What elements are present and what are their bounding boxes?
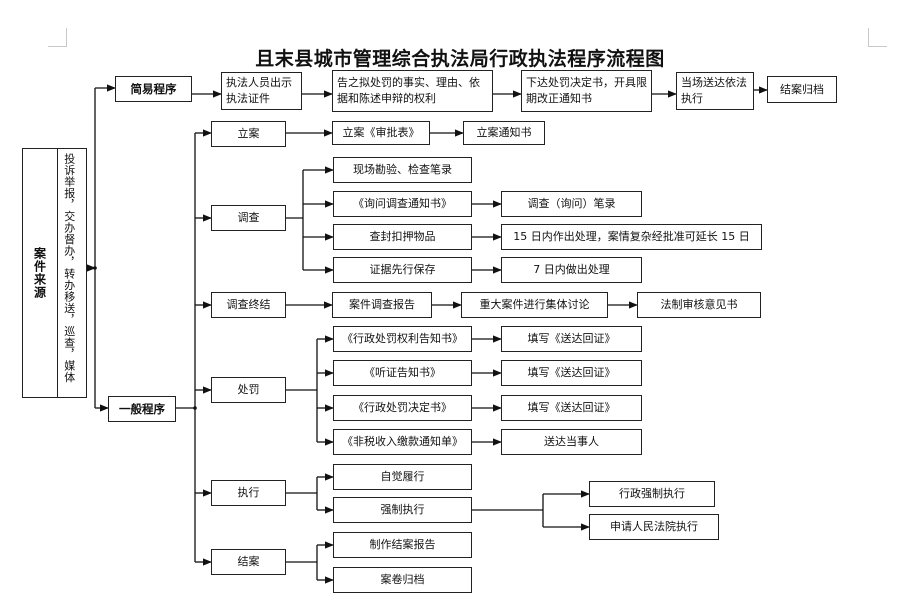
stage-closing: 结案 (211, 549, 286, 575)
execution-administrative: 行政强制执行 (589, 481, 715, 507)
closing-report: 制作结案报告 (333, 532, 472, 558)
investigation-inquiry-record: 调查（询问）笔录 (501, 191, 642, 217)
investigation-seizure-deadline: 15 日内作出处理，案情复杂经批准可延长 15 日 (501, 224, 762, 250)
investigation-evidence-preservation: 证据先行保存 (333, 257, 472, 283)
investigation-seizure: 查封扣押物品 (333, 224, 472, 250)
execution-forced: 强制执行 (333, 497, 472, 523)
simple-step-deliver: 当场送达依法执行 (676, 72, 754, 110)
penalty-payment-notice: 《非税收入缴款通知单》 (333, 429, 472, 455)
filing-notice: 立案通知书 (463, 121, 545, 145)
conclusion-legal-review: 法制审核意见书 (637, 292, 761, 318)
stage-penalty: 处罚 (211, 377, 286, 403)
penalty-hearing-receipt: 填写《送达回证》 (501, 360, 642, 386)
penalty-rights-notice: 《行政处罚权利告知书》 (333, 326, 472, 352)
penalty-rights-receipt: 填写《送达回证》 (501, 326, 642, 352)
simple-step-archive: 结案归档 (767, 76, 837, 103)
case-source-box: 案件来源 (22, 148, 57, 398)
page-corner-top-right (868, 28, 887, 47)
penalty-hearing-notice: 《听证告知书》 (333, 360, 472, 386)
execution-voluntary: 自觉履行 (333, 464, 472, 490)
penalty-deliver-party: 送达当事人 (501, 429, 642, 455)
case-source-list: 投诉举报，交办督办，转办移送，巡查，媒体 (57, 148, 87, 398)
simple-procedure-box: 简易程序 (115, 76, 192, 102)
filing-approval-form: 立案《审批表》 (332, 121, 430, 145)
stage-investigation: 调查 (211, 205, 286, 231)
page-corner-top-left (48, 28, 67, 47)
stage-filing: 立案 (211, 121, 286, 147)
conclusion-report: 案件调查报告 (332, 292, 432, 318)
case-source-title: 案件来源 (32, 247, 47, 299)
execution-court: 申请人民法院执行 (589, 514, 719, 540)
page-title: 且末县城市管理综合执法局行政执法程序流程图 (255, 48, 665, 70)
case-source-items: 投诉举报，交办督办，转办移送，巡查，媒体 (62, 153, 76, 383)
penalty-decision-receipt: 填写《送达回证》 (501, 395, 642, 421)
simple-step-inform-rights: 告之拟处罚的事实、理由、依据和陈述申辩的权利 (332, 70, 493, 112)
simple-step-show-id: 执法人员出示执法证件 (221, 72, 302, 110)
stage-execution: 执行 (211, 480, 286, 506)
investigation-evidence-deadline: 7 日内做出处理 (501, 257, 642, 283)
stage-conclusion: 调查终结 (211, 292, 286, 318)
general-procedure-box: 一般程序 (108, 396, 176, 422)
investigation-site-inspection: 现场勘验、检查笔录 (333, 157, 472, 183)
investigation-inquiry-notice: 《询问调查通知书》 (333, 191, 472, 217)
closing-archive: 案卷归档 (333, 567, 472, 593)
conclusion-discussion: 重大案件进行集体讨论 (461, 292, 608, 318)
penalty-decision: 《行政处罚决定书》 (333, 395, 472, 421)
simple-step-decision: 下达处罚决定书，开具限期改正通知书 (521, 70, 652, 112)
